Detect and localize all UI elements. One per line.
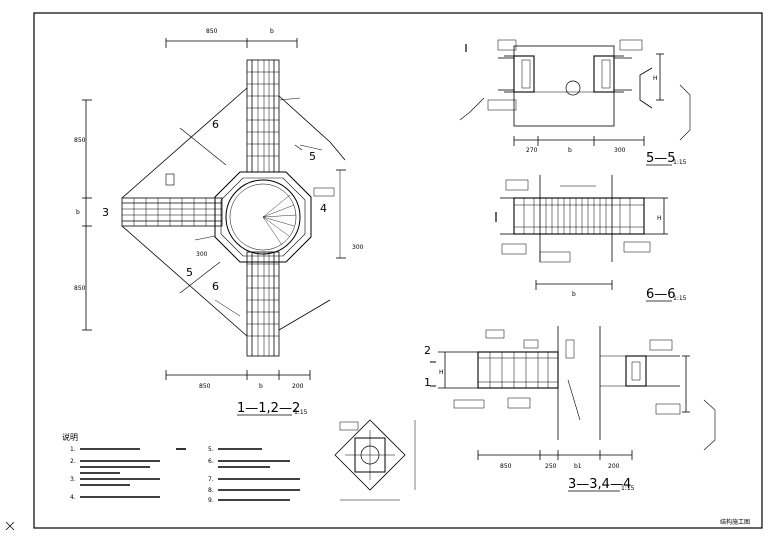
- note-4: 4.: [70, 494, 76, 501]
- section-3-3-4-4: [430, 326, 716, 460]
- section-3-3-text: 2 1 850 250 b1 200 H 3—3,4—4 1:15: [424, 344, 635, 492]
- note-7: 7.: [208, 476, 214, 483]
- dim-b-left: b: [76, 209, 80, 216]
- note-1: 1.: [70, 446, 76, 453]
- main-plan: [82, 38, 346, 380]
- small-detail: [334, 419, 416, 501]
- section-6-6-text: b H 6—6 1:15: [572, 215, 687, 302]
- dim-b-66: b: [572, 291, 576, 298]
- dim-b1-34: b1: [574, 463, 582, 470]
- note-2: 2.: [70, 458, 76, 465]
- dim-h-66: H: [657, 215, 662, 222]
- notes-heading: 说明: [62, 432, 78, 442]
- section-mark-6-top: 6: [212, 118, 219, 131]
- dim-850-left-lower: 850: [74, 285, 86, 292]
- dim-b-top: b: [270, 28, 274, 35]
- dim-h-34: H: [439, 369, 444, 376]
- note-3: 3.: [70, 476, 76, 483]
- section-mark-2: 2: [424, 344, 431, 357]
- section-mark-1: 1: [424, 376, 431, 389]
- title-5-5: 5—5: [646, 151, 676, 166]
- dim-200-bottom: 200: [292, 383, 304, 390]
- dim-300-plan: 300: [196, 251, 208, 258]
- sheet-border: [33, 12, 763, 529]
- scale-5-5: 1:15: [673, 159, 687, 166]
- corner-mark: [5, 521, 15, 531]
- section-mark-3: 3: [102, 206, 109, 219]
- note-8: 8.: [208, 487, 214, 494]
- dim-270: 270: [526, 147, 538, 154]
- dim-300-55: 300: [614, 147, 626, 154]
- section-mark-4: 4: [320, 202, 327, 215]
- dim-300-right: 300: [352, 244, 364, 251]
- dim-h-55: H: [653, 75, 658, 82]
- dim-b-bottom: b: [259, 383, 263, 390]
- dim-850-left: 850: [74, 137, 86, 144]
- dim-b-55: b: [568, 147, 572, 154]
- note-9: 9.: [208, 497, 214, 504]
- section-6-6: [495, 175, 668, 290]
- title-main: 1—1,2—2: [237, 401, 300, 416]
- main-plan-text: 850 b 3 4 6 6 5 5 850 b 850 850 b 200 30…: [74, 28, 364, 416]
- scale-main: 1:15: [294, 409, 308, 416]
- dim-850-bottom: 850: [199, 383, 211, 390]
- note-6: 6.: [208, 458, 214, 465]
- section-mark-6-bottom: 6: [212, 280, 219, 293]
- section-mark-5-bottom: 5: [186, 266, 193, 279]
- dim-200-34: 200: [608, 463, 620, 470]
- section-5-5-text: 270 b 300 H 5—5 1:15: [526, 75, 687, 166]
- notes: 说明 1. 2. 3. 4. 5. 6. 7. 8. 9.: [62, 432, 300, 504]
- dim-250-34: 250: [545, 463, 557, 470]
- section-mark-5-right: 5: [309, 150, 316, 163]
- section-5-5: [459, 39, 691, 146]
- dim-850-top: 850: [206, 28, 218, 35]
- scale-6-6: 1:15: [673, 295, 687, 302]
- title-block: 结构施工图: [720, 518, 750, 526]
- title-6-6: 6—6: [646, 287, 676, 302]
- scale-3-3-4-4: 1:15: [621, 485, 635, 492]
- title-3-3-4-4: 3—3,4—4: [568, 477, 631, 492]
- dim-850-34: 850: [500, 463, 512, 470]
- note-5: 5.: [208, 446, 214, 453]
